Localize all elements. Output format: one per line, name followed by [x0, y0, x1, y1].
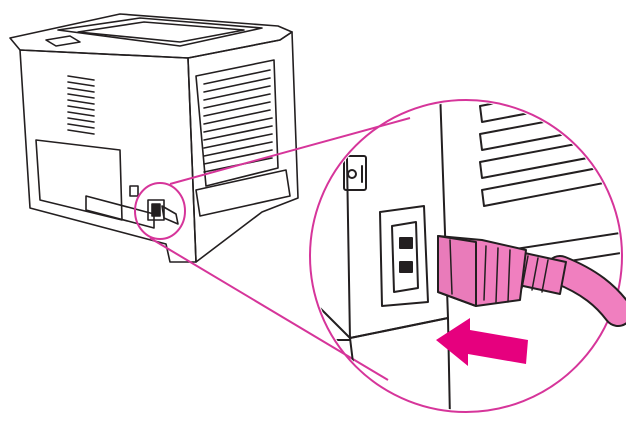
callout-line-bottom: [149, 237, 389, 381]
printer-rear-vents: [203, 69, 273, 173]
zoom-vent-panel: [449, 102, 620, 259]
cord-plug-face: [437, 235, 477, 307]
zoom-socket-recess: [391, 221, 419, 293]
printer-icon: [9, 13, 299, 263]
printer-rear-face: [187, 31, 299, 263]
printer-top-slot: [57, 17, 263, 47]
printer-front-door: [35, 139, 123, 221]
printer-front-vents: [67, 75, 95, 135]
zoom-vent-slats: [479, 102, 620, 207]
printer-rear-vent-panel: [195, 59, 279, 187]
zoom-housing-corner: [345, 102, 449, 339]
zoom-power-switch: [343, 155, 367, 191]
power-cord-icon: [437, 235, 626, 327]
printer-power-socket: [147, 199, 165, 221]
printer-rear-lower-panel: [195, 169, 291, 217]
printer-front-face: [19, 49, 197, 263]
callout-large-circle: [309, 99, 623, 413]
printer-control-panel: [45, 35, 81, 47]
zoom-housing-bottom: [315, 303, 361, 410]
callout-line-top: [169, 117, 411, 185]
printer-power-switch: [129, 185, 139, 197]
arrow-icon: [436, 318, 528, 366]
callout-small-circle: [134, 182, 186, 240]
printer-front-tray-slot: [85, 195, 155, 229]
magnifier-callout-icon: [134, 99, 623, 413]
printer-small-cord: [161, 205, 179, 225]
printer-top-slot-inner: [77, 21, 245, 43]
power-socket-icon: [379, 205, 429, 307]
zoom-housing-ledge: [349, 317, 451, 410]
